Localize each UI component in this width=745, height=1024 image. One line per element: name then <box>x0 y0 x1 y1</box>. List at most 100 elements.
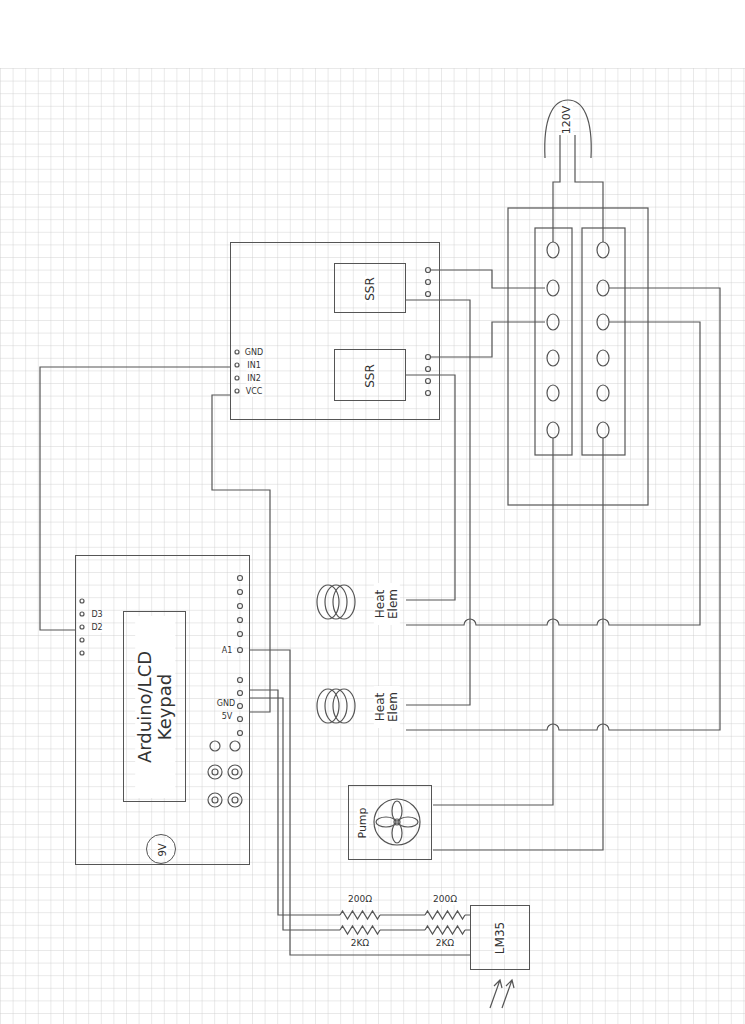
pin-label: 5V <box>221 713 234 722</box>
resistor-value: 200Ω <box>432 895 458 905</box>
pin-dot <box>235 363 239 367</box>
pin-dot <box>80 625 84 629</box>
pin-dot <box>238 590 243 595</box>
pin-dot <box>238 731 243 736</box>
heat-arrows <box>490 980 514 1008</box>
wire-connector <box>406 300 470 705</box>
pin-dot <box>235 376 239 380</box>
lcd-panel: Arduino/LCD Keypad <box>123 611 186 802</box>
button <box>228 793 242 807</box>
resistor-value: 2KΩ <box>350 939 371 949</box>
pin-dot <box>426 268 431 273</box>
button <box>210 741 220 751</box>
resistor-symbol <box>340 926 380 934</box>
plug-outline <box>545 100 592 158</box>
node-label: Pump <box>357 806 369 839</box>
terminal-screw <box>547 280 559 296</box>
wire-connector <box>212 395 270 712</box>
ssr-box: SSR <box>334 263 406 313</box>
terminal-screw <box>597 242 609 258</box>
heater-return-wire <box>406 288 720 730</box>
ssr-box: SSR <box>334 349 406 401</box>
node-label: Arduino/LCD Keypad <box>135 616 175 798</box>
pump-wire <box>433 438 603 850</box>
sensor-box: LM35 <box>470 905 530 970</box>
button <box>230 741 240 751</box>
pin-label: IN2 <box>246 375 261 384</box>
fan-hub <box>394 819 400 825</box>
pin-dot <box>238 576 243 581</box>
battery-circle: 9V <box>146 834 176 864</box>
terminal-screw <box>597 280 609 296</box>
wire-connector <box>40 367 230 630</box>
coil-loop <box>333 689 355 723</box>
resistor-value: 2KΩ <box>435 939 456 949</box>
pin-dot <box>80 638 84 642</box>
arduino-board: D3D2A1GND5VArduino/LCD Keypad9V <box>75 555 250 865</box>
node-label: Heat Elem <box>374 583 400 625</box>
pin-dot <box>426 280 431 285</box>
pin-dot <box>235 350 239 354</box>
wire-connector <box>406 375 455 600</box>
pump-box: Pump <box>348 785 432 860</box>
pin-label: A1 <box>221 647 234 656</box>
pin-dot <box>80 651 84 655</box>
fan-blade <box>398 817 418 827</box>
pin-dot <box>80 612 84 616</box>
terminal-enclosure <box>508 208 648 505</box>
fan-ring <box>374 799 420 845</box>
fan-blade <box>376 817 396 827</box>
sensor-wire <box>250 698 470 930</box>
voltage-label: 120V <box>561 105 573 136</box>
fan-blade <box>392 823 402 843</box>
pin-label: GND <box>244 349 264 358</box>
node-label: LM35 <box>494 921 507 955</box>
terminal-strip <box>535 228 572 455</box>
terminal-screw <box>547 242 559 258</box>
terminal-screw <box>597 350 609 366</box>
terminal-screw <box>597 385 609 401</box>
pin-dot <box>238 717 243 722</box>
wire-connector <box>250 650 470 955</box>
pin-dot <box>426 367 431 372</box>
pin-dot <box>426 391 431 396</box>
pin-label: D3 <box>90 611 103 620</box>
pin-dot <box>80 599 84 603</box>
pin-label: GND <box>216 700 236 709</box>
terminal-screw <box>597 314 609 330</box>
resistor-value: 200Ω <box>347 895 373 905</box>
pin-dot <box>238 704 243 709</box>
resistor-symbol <box>425 926 465 934</box>
relay-board: GNDIN1IN2VCCSSRSSR <box>230 242 440 420</box>
pin-dot <box>235 389 239 393</box>
pin-dot <box>238 632 243 637</box>
heater-element: Heat Elem <box>366 572 406 634</box>
mains-wire <box>553 162 603 242</box>
keypad-buttons <box>208 741 242 807</box>
button <box>208 765 222 779</box>
button-cap <box>212 797 218 803</box>
terminal-screw <box>547 385 559 401</box>
pin-dot <box>426 292 431 297</box>
coil-loop <box>333 585 355 619</box>
wiring-art <box>80 100 720 1008</box>
resistor-symbol <box>340 911 380 919</box>
button-cap <box>212 769 218 775</box>
pin-dot <box>238 691 243 696</box>
terminal-screws <box>547 242 609 438</box>
pump-fan <box>374 799 420 845</box>
pin-dot <box>238 618 243 623</box>
heater-element: Heat Elem <box>366 675 406 737</box>
terminal-screw <box>547 314 559 330</box>
button-cap <box>232 797 238 803</box>
button <box>208 793 222 807</box>
node-label: SSR <box>364 276 377 302</box>
heater-coil <box>317 689 355 723</box>
heater-coil <box>317 585 355 619</box>
terminal-strip <box>582 228 625 455</box>
